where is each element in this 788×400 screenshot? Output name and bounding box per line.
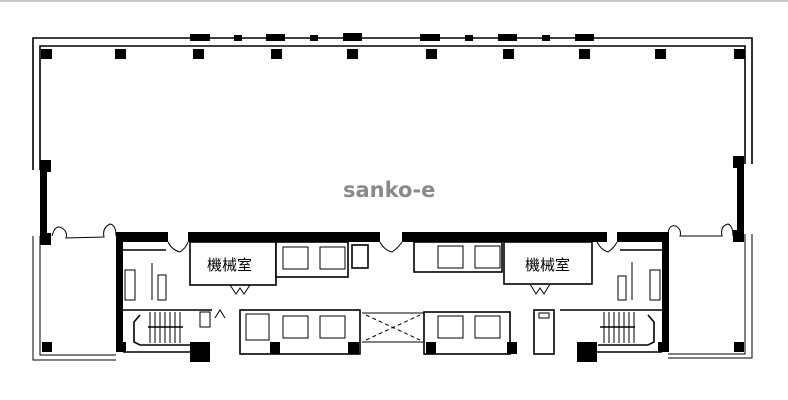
right-core: 機械室 (402, 232, 669, 362)
machine-room-right-label: 機械室 (525, 256, 570, 274)
top-window-mullions (190, 33, 594, 41)
machine-room-right-box (503, 241, 593, 285)
left-core: 機械室 (116, 232, 380, 362)
top-border-rule (0, 0, 788, 2)
top-columns (41, 49, 745, 59)
right-corner-room (658, 223, 744, 352)
right-stair (600, 312, 635, 343)
outer-shell (32, 37, 753, 361)
machine-room-left-label: 機械室 (207, 256, 252, 274)
left-stair (148, 312, 183, 343)
left-corner-room (42, 223, 126, 352)
door-swings (167, 241, 618, 253)
side-walls (40, 156, 744, 245)
center-void (362, 312, 424, 343)
watermark: sanko-e (343, 178, 435, 202)
